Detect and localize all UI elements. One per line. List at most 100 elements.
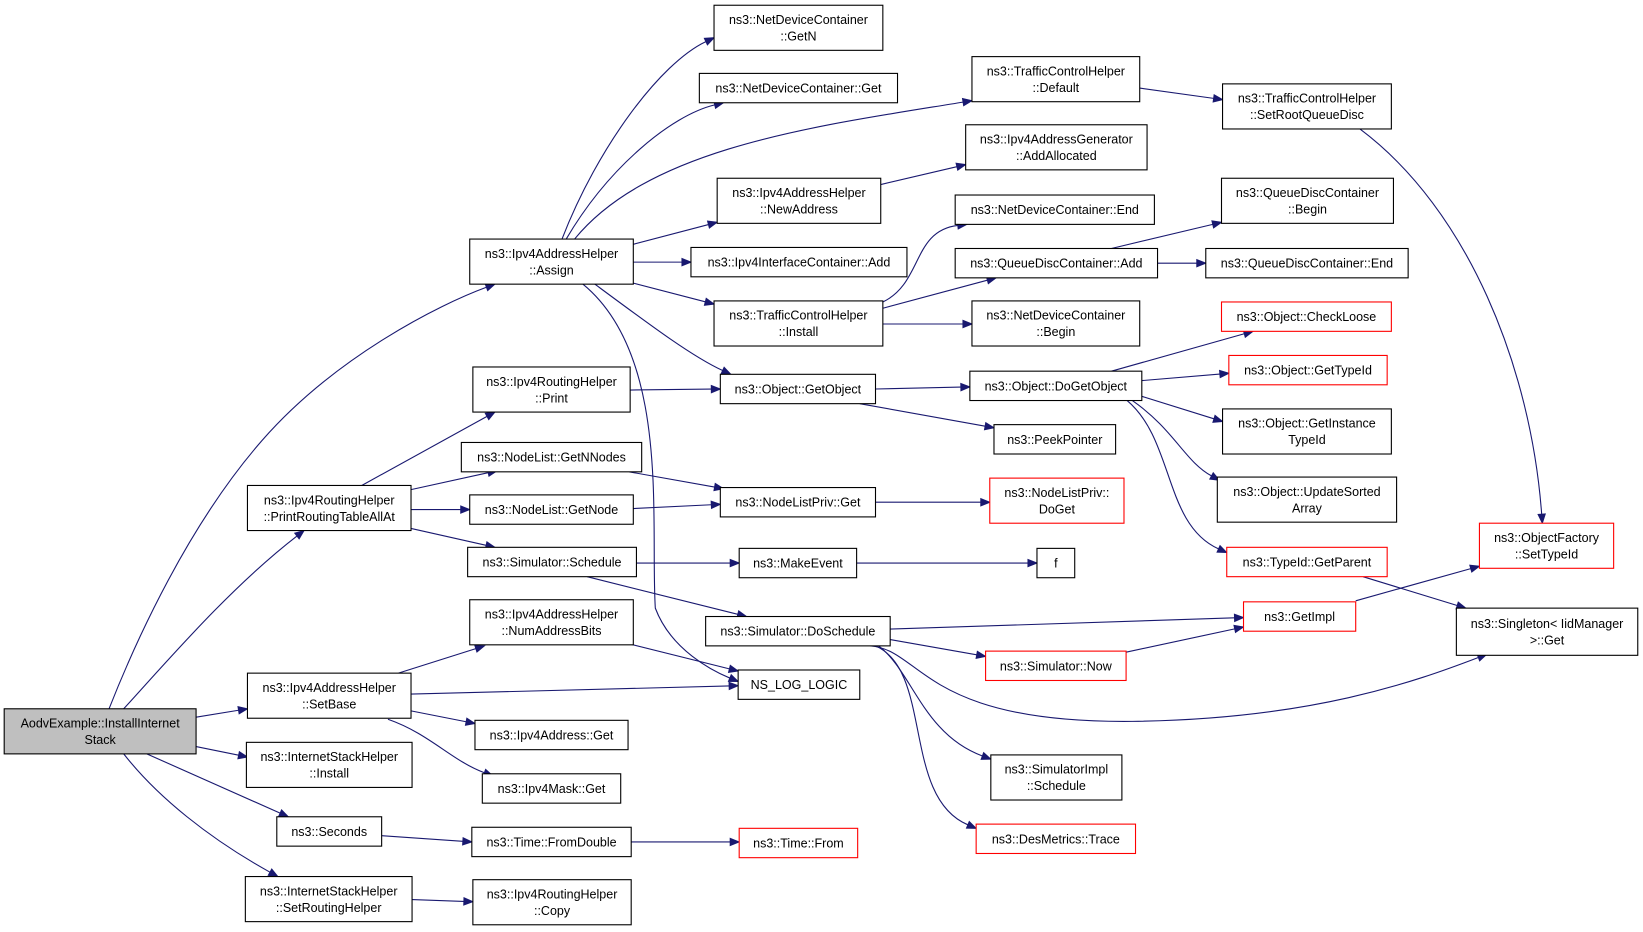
- edge-arrowhead: [965, 820, 978, 829]
- node-ipv4ah-assign[interactable]: ns3::Ipv4AddressHelper::Assign: [469, 238, 634, 285]
- node-f[interactable]: f: [1036, 547, 1076, 579]
- node-desmetrics-trace[interactable]: ns3::DesMetrics::Trace: [975, 823, 1137, 855]
- node-box: [954, 247, 1159, 279]
- edge-line: [410, 527, 487, 546]
- edge-line: [1139, 87, 1214, 99]
- edge-sim_doschedule-to-desmetrics_trace: [875, 645, 978, 829]
- edge-ipv4ah_setbase-to-ipv4addr_get: [410, 710, 477, 726]
- node-ipv4ic-add[interactable]: ns3::Ipv4InterfaceContainer::Add: [690, 246, 908, 278]
- node-ish-setrouting[interactable]: ns3::InternetStackHelper::SetRoutingHelp…: [244, 875, 413, 923]
- node-objfactory-settypeid[interactable]: ns3::ObjectFactory::SetTypeId: [1478, 522, 1615, 569]
- node-tch-default[interactable]: ns3::TrafficControlHelper::Default: [971, 56, 1141, 103]
- node-nodelist-getnnodes[interactable]: ns3::NodeList::GetNNodes: [460, 441, 643, 473]
- node-ipv4addr-get[interactable]: ns3::Ipv4Address::Get: [474, 719, 629, 751]
- node-obj-gettypeid[interactable]: ns3::Object::GetTypeId: [1228, 354, 1388, 386]
- node-ns-log-logic[interactable]: NS_LOG_LOGIC: [737, 669, 861, 700]
- node-label: ns3::Ipv4InterfaceContainer::Add: [708, 256, 891, 270]
- node-label: ns3::Ipv4RoutingHelper: [486, 375, 617, 389]
- node-tch-setroot[interactable]: ns3::TrafficControlHelper::SetRootQueueD…: [1222, 83, 1392, 130]
- node-peekpointer[interactable]: ns3::PeekPointer: [993, 424, 1117, 455]
- edge-line: [123, 753, 271, 873]
- edge-line: [890, 639, 977, 656]
- node-qdc-begin[interactable]: ns3::QueueDiscContainer::Begin: [1220, 177, 1394, 224]
- node-makeevent[interactable]: ns3::MakeEvent: [738, 547, 858, 579]
- node-ipv4rh-print[interactable]: ns3::Ipv4RoutingHelper::Print: [472, 366, 631, 413]
- node-singleton-get[interactable]: ns3::Singleton< IidManager>::Get: [1455, 607, 1639, 656]
- node-box: [1220, 301, 1392, 332]
- node-nodelistpriv-doget[interactable]: ns3::NodeListPriv::DoGet: [989, 477, 1125, 524]
- node-box: [738, 827, 859, 859]
- edge-line: [875, 386, 961, 390]
- node-simimpl-schedule[interactable]: ns3::SimulatorImpl::Schedule: [990, 754, 1123, 801]
- node-box: [989, 477, 1125, 524]
- node-label: ::SetRoutingHelper: [276, 901, 382, 915]
- node-box: [975, 823, 1137, 855]
- edge-arrowhead: [727, 664, 740, 673]
- edge-arrowhead: [463, 897, 475, 906]
- node-label: ns3::Ipv4Address::Get: [490, 729, 614, 743]
- edge-arrowhead: [484, 283, 497, 292]
- node-ipv4ah-newaddr[interactable]: ns3::Ipv4AddressHelper::NewAddress: [716, 177, 882, 224]
- node-tch-install[interactable]: ns3::TrafficControlHelper::Install: [713, 300, 884, 347]
- edge-arrowhead: [1537, 513, 1546, 525]
- node-box: [1228, 354, 1388, 386]
- node-ipv4ag-addalloc[interactable]: ns3::Ipv4AddressGenerator::AddAllocated: [965, 124, 1148, 171]
- node-label: ns3::Ipv4Mask::Get: [498, 782, 606, 796]
- node-qdc-add[interactable]: ns3::QueueDiscContainer::Add: [954, 247, 1159, 279]
- node-nodelist-getnode[interactable]: ns3::NodeList::GetNode: [469, 494, 634, 525]
- node-typeid-getparent[interactable]: ns3::TypeId::GetParent: [1226, 546, 1388, 578]
- node-time-fromdouble[interactable]: ns3::Time::FromDouble: [471, 826, 632, 858]
- nodes-layer: AodvExample::InstallInternetStackns3::Ip…: [3, 4, 1639, 926]
- node-label: ns3::Ipv4AddressHelper: [263, 681, 396, 695]
- node-ipv4ah-setbase[interactable]: ns3::Ipv4AddressHelper::SetBase: [246, 672, 412, 719]
- edge-ipv4ah_assign-to-ndc_get: [565, 100, 725, 240]
- edge-arrowhead: [474, 644, 486, 653]
- node-label: ::Print: [535, 391, 568, 405]
- node-ish-install[interactable]: ns3::InternetStackHelper::Install: [245, 741, 413, 788]
- edge-ipv4ah_assign-to-ipv4ic_add: [633, 257, 693, 267]
- node-box: [965, 124, 1148, 171]
- node-ipv4rh-copy[interactable]: ns3::Ipv4RoutingHelper::Copy: [472, 879, 632, 926]
- node-obj-getobject[interactable]: ns3::Object::GetObject: [719, 373, 877, 405]
- node-label: ns3::TrafficControlHelper: [987, 64, 1125, 78]
- node-ipv4rh-printall[interactable]: ns3::Ipv4RoutingHelper::PrintRoutingTabl…: [246, 484, 412, 532]
- node-box: [971, 300, 1141, 347]
- node-box: [719, 486, 877, 518]
- node-ndc-getn[interactable]: ns3::NetDeviceContainer::GetN: [713, 4, 884, 51]
- node-obj-dogetobject[interactable]: ns3::Object::DoGetObject: [969, 370, 1143, 402]
- node-getimpl[interactable]: ns3::GetImpl: [1242, 601, 1357, 632]
- node-box: [1036, 547, 1076, 579]
- node-box: [990, 754, 1123, 801]
- edge-line: [398, 648, 476, 674]
- node-label: DoGet: [1039, 502, 1076, 516]
- node-box: [698, 72, 899, 104]
- node-label: ::SetBase: [302, 697, 356, 711]
- edge-root-to-ish_install: [195, 745, 249, 760]
- node-label: ns3::QueueDiscContainer::End: [1221, 257, 1393, 271]
- edge-arrowhead: [484, 411, 497, 421]
- node-ipv4mask-get[interactable]: ns3::Ipv4Mask::Get: [481, 773, 622, 804]
- node-qdc-end[interactable]: ns3::QueueDiscContainer::End: [1205, 247, 1409, 279]
- node-time-from[interactable]: ns3::Time::From: [738, 827, 859, 859]
- node-seconds[interactable]: ns3::Seconds: [276, 816, 383, 847]
- node-nodelistpriv-get[interactable]: ns3::NodeListPriv::Get: [719, 486, 877, 518]
- node-obj-checkloose[interactable]: ns3::Object::CheckLoose: [1220, 301, 1392, 332]
- node-ndc-end[interactable]: ns3::NetDeviceContainer::End: [954, 194, 1155, 225]
- node-ndc-get[interactable]: ns3::NetDeviceContainer::Get: [698, 72, 899, 104]
- node-label: ::SetTypeId: [1515, 547, 1578, 561]
- node-label: ns3::TrafficControlHelper: [1238, 92, 1376, 106]
- node-label: ns3::Ipv4AddressHelper: [732, 186, 865, 200]
- node-sim-now[interactable]: ns3::Simulator::Now: [985, 650, 1127, 682]
- node-sim-doschedule[interactable]: ns3::Simulator::DoSchedule: [705, 615, 891, 647]
- edge-root-to-ish_setrouting: [123, 753, 280, 878]
- node-label: ns3::Simulator::DoSchedule: [720, 625, 875, 639]
- node-sim-schedule[interactable]: ns3::Simulator::Schedule: [467, 546, 637, 578]
- node-ipv4ah-numaddrbits[interactable]: ns3::Ipv4AddressHelper::NumAddressBits: [469, 599, 634, 646]
- node-ndc-begin[interactable]: ns3::NetDeviceContainer::Begin: [971, 300, 1141, 347]
- edge-line: [195, 745, 239, 756]
- node-label: ns3::SimulatorImpl: [1005, 763, 1109, 777]
- node-box: [1478, 522, 1615, 569]
